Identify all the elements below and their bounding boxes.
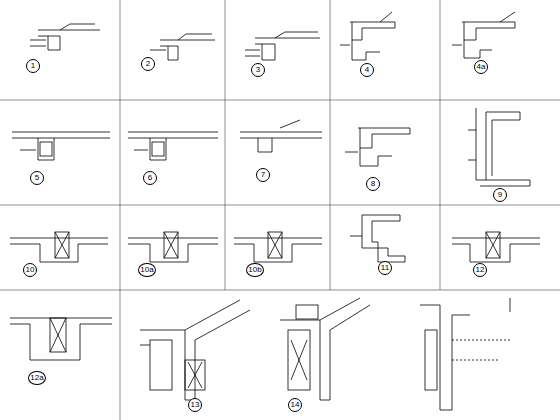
callout-number: 5 [30,171,44,185]
detail-14 [280,298,370,400]
detail-13 [140,300,250,400]
callout-number: 10a [138,263,155,277]
detail-10a [128,232,218,262]
detail-9 [468,108,530,186]
callout-number: 10b [246,263,263,277]
detail-12a [10,318,112,360]
detail-2 [150,34,215,60]
callout-number: 7 [256,168,270,182]
callout-number: 4 [360,63,374,77]
detail-12 [452,232,540,262]
callout-number: 4a [474,60,488,74]
detail-4a [452,12,515,58]
callout-number: 11 [378,261,392,275]
callout-number: 12a [28,371,45,385]
callout-number: 3 [251,63,265,77]
detail-1 [30,24,100,50]
callout-number: 8 [366,177,380,191]
callout-number: 1 [26,59,40,73]
detail-4 [340,12,395,60]
detail-6 [128,132,218,160]
detail-10 [10,232,108,262]
detail-10b [234,232,322,262]
callout-number: 12 [473,263,487,277]
callout-number: 2 [141,57,155,71]
callout-number: 14 [288,398,302,412]
detail-8 [345,128,410,166]
detail-5 [12,132,110,160]
callout-number: 10 [23,263,37,277]
callout-number: 9 [493,188,507,202]
callout-number: 13 [188,398,202,412]
callout-number: 6 [143,171,157,185]
detail-3 [245,32,320,60]
detail-15 [420,298,510,410]
detail-11 [350,215,405,262]
detail-7 [240,120,322,152]
